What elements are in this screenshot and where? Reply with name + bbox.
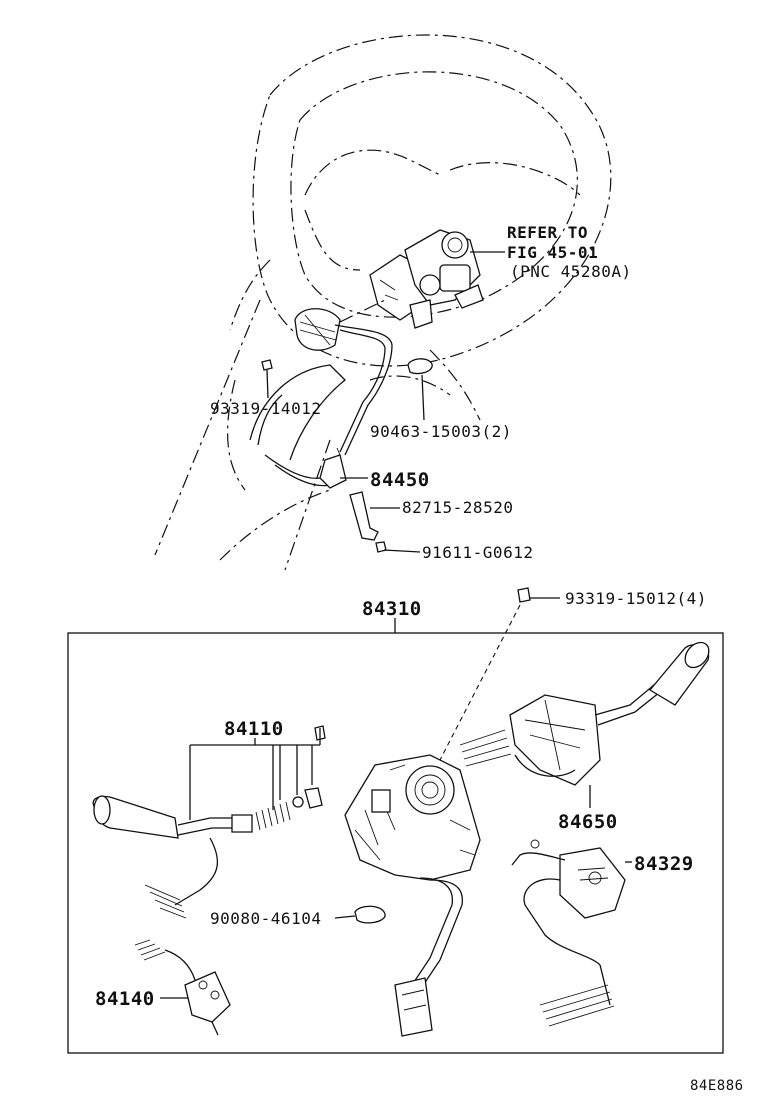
label-90463-15003: 90463-15003(2) — [370, 422, 512, 441]
turn-signal-lever-84110 — [92, 725, 326, 919]
refer-note-line1: REFER TO — [507, 223, 588, 242]
steering-wheel-outline — [154, 34, 612, 571]
wiper-switch-84650 — [459, 641, 710, 808]
spiral-cable-part — [294, 299, 386, 351]
switch-84140 — [134, 939, 231, 1036]
figure-code: 84E886 — [690, 1078, 744, 1094]
screw-93319-14012 — [261, 359, 273, 399]
screw-91611-G0612 — [375, 541, 421, 553]
refer-note-line3: (PNC 45280A) — [510, 262, 632, 281]
ignition-switch-assembly — [369, 229, 484, 329]
label-84329: 84329 — [634, 853, 694, 875]
column-cover-upper — [249, 364, 346, 487]
refer-note-line2: FIG 45-01 — [507, 243, 598, 262]
bracket-82715-28520 — [349, 491, 400, 541]
label-90080-46104: 90080-46104 — [210, 909, 321, 928]
label-84650: 84650 — [558, 811, 618, 833]
label-93319-14012: 93319-14012 — [210, 399, 321, 418]
label-93319-15012: 93319-15012(4) — [565, 589, 707, 608]
clip-90463-15003 — [407, 358, 433, 421]
label-84110: 84110 — [224, 718, 284, 740]
label-84450: 84450 — [370, 469, 430, 491]
clamp-90080-46104 — [334, 905, 386, 924]
screw-93319-15012 — [439, 587, 560, 761]
wire-84450 — [319, 324, 393, 489]
label-82715-28520: 82715-28520 — [402, 498, 513, 517]
label-91611-G0612: 91611-G0612 — [422, 543, 533, 562]
label-84140: 84140 — [95, 988, 155, 1010]
module-84329 — [511, 839, 632, 1027]
combination-switch-body — [344, 754, 481, 1037]
label-84310: 84310 — [362, 598, 422, 620]
